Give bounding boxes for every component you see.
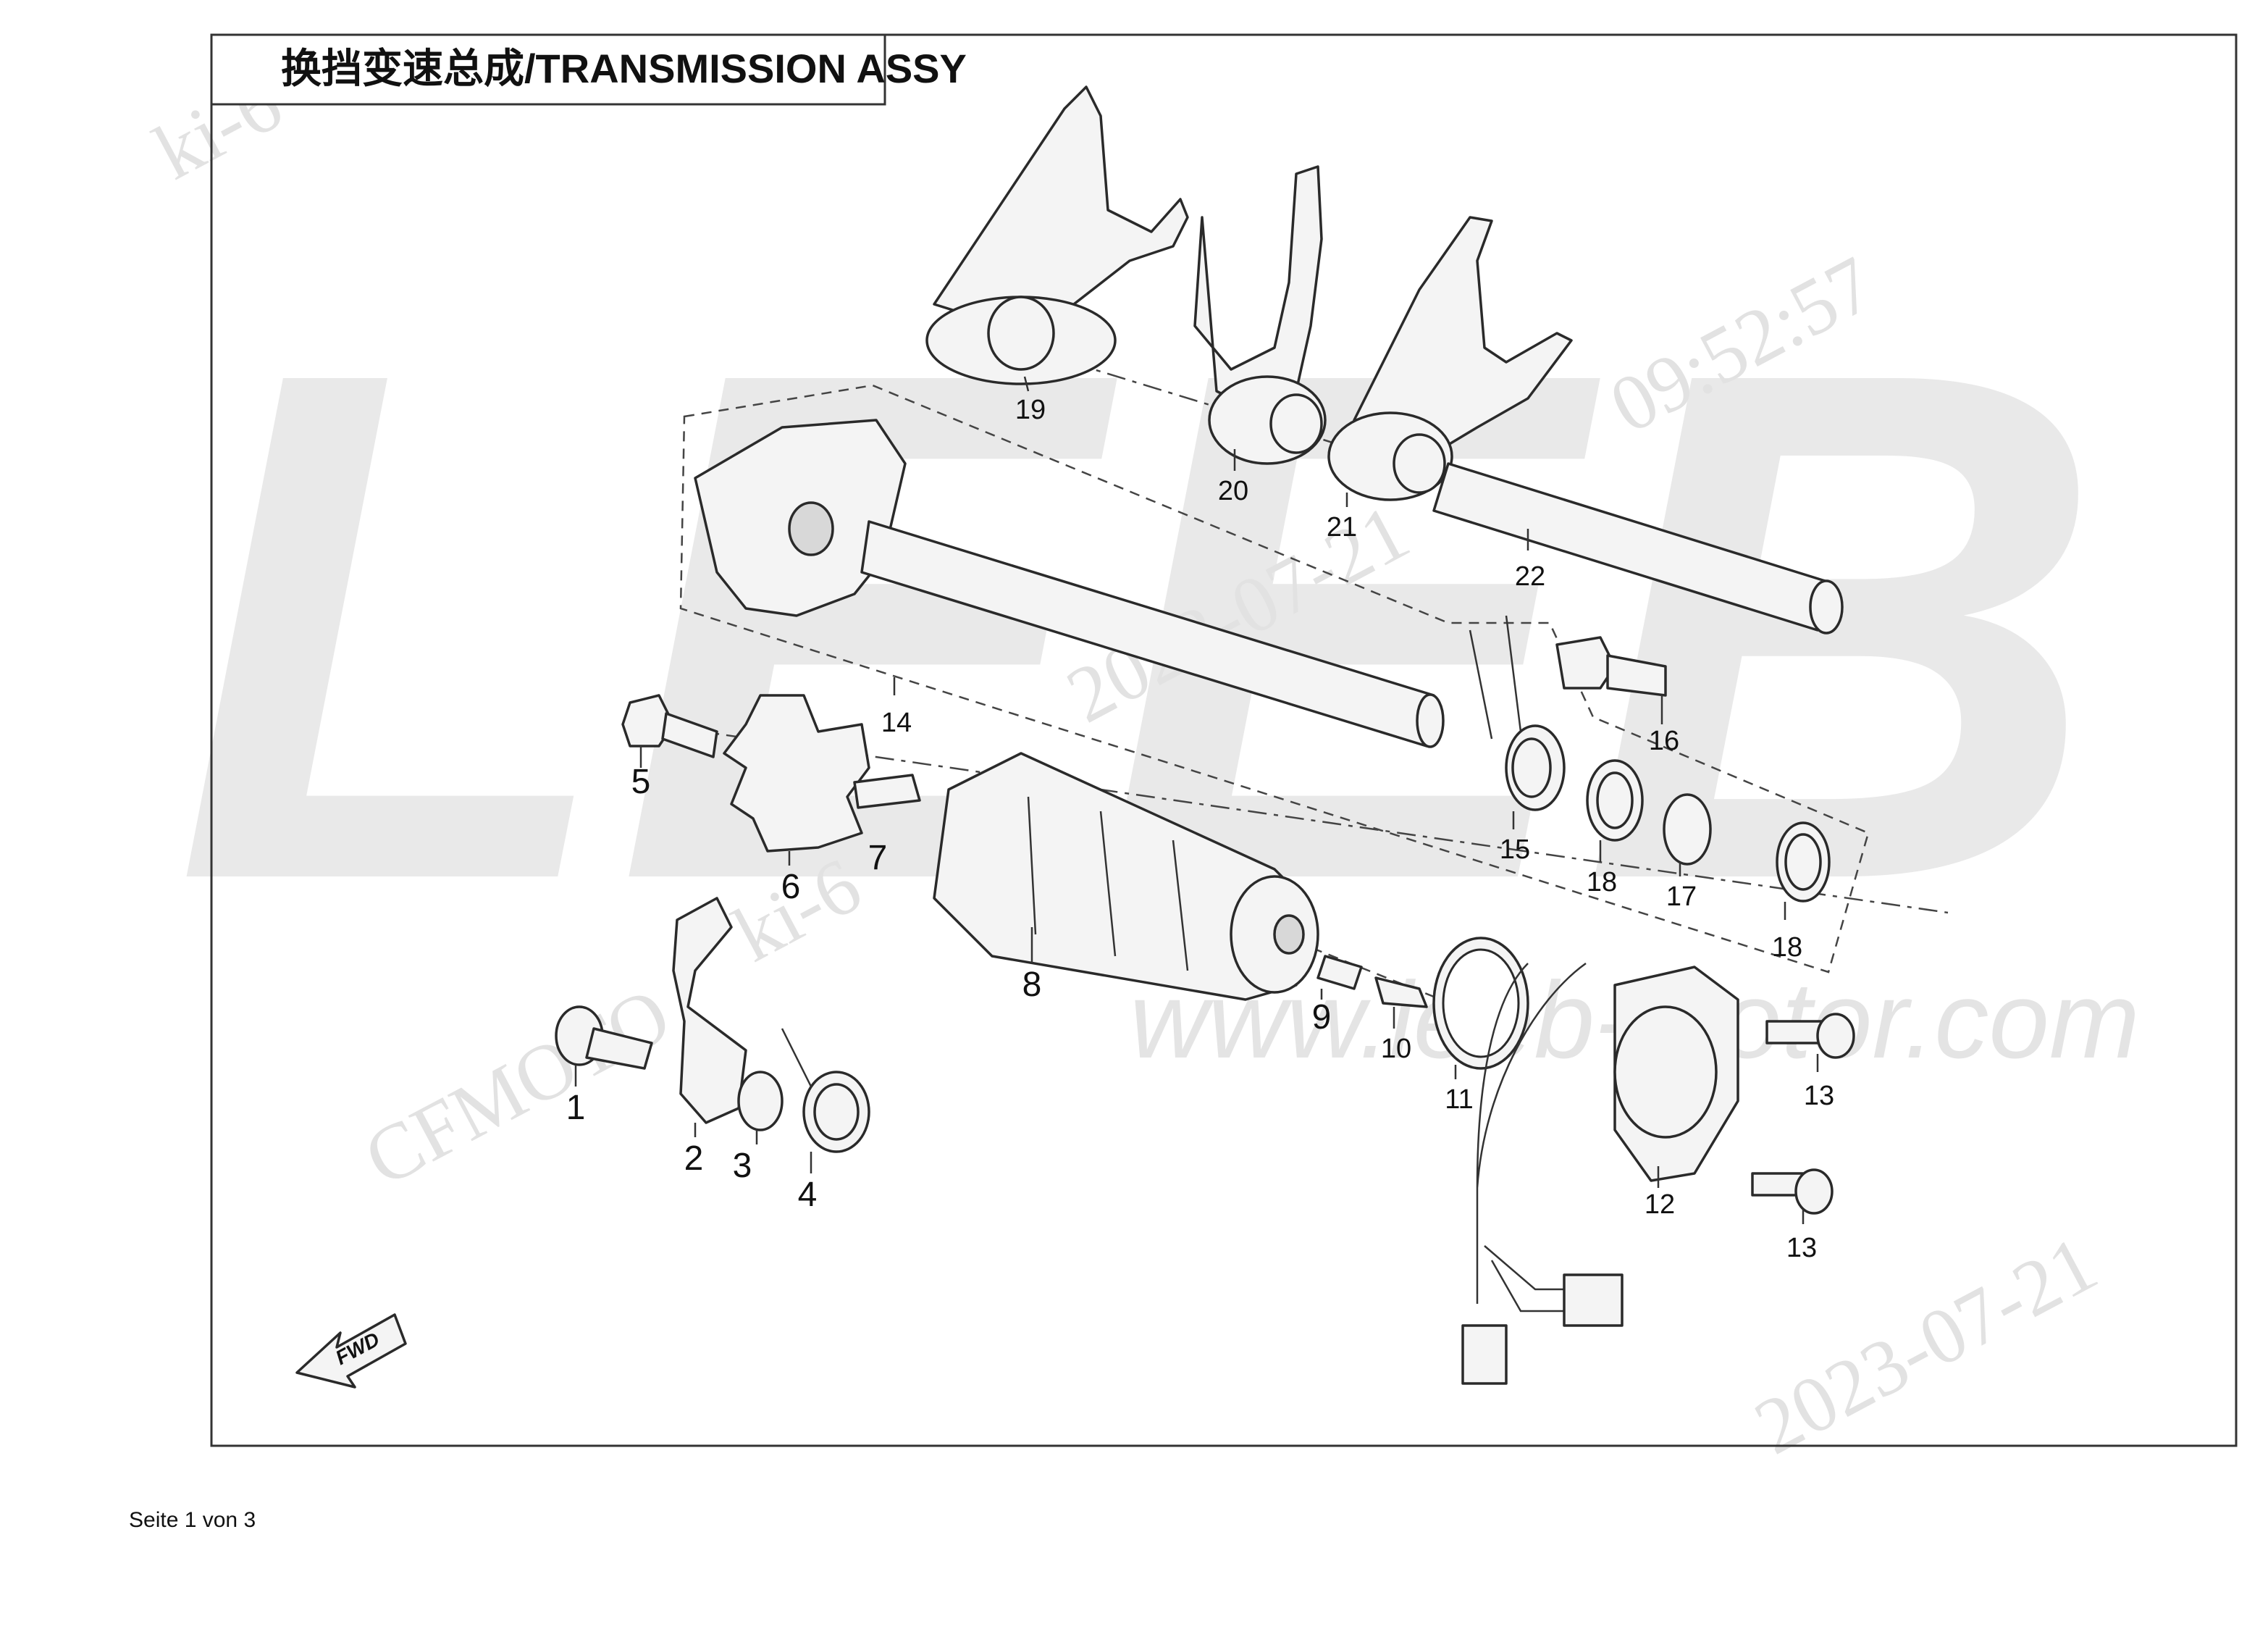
callout-12: 12 <box>1645 1189 1675 1220</box>
callout-14: 14 <box>881 708 912 738</box>
callout-5: 5 <box>631 763 651 801</box>
part-21-shift-fork <box>1327 216 1573 501</box>
part-17-circlip <box>1663 793 1712 866</box>
callout-2: 2 <box>684 1139 704 1178</box>
part-8-shift-drum <box>933 752 1319 1001</box>
callout-11: 11 <box>1445 1084 1473 1115</box>
part-20-shift-fork <box>1193 165 1327 465</box>
part-16-stopper <box>1555 636 1667 697</box>
page-footer: Seite 1 von 3 <box>129 1508 256 1532</box>
title-box <box>210 33 886 106</box>
callout-16: 16 <box>1649 726 1679 756</box>
callout-13-b: 13 <box>1786 1233 1817 1263</box>
part-10-detent-pin <box>1374 976 1428 1008</box>
part-4-spring <box>781 1028 870 1153</box>
part-12-gear-sensor <box>1461 962 1739 1385</box>
part-3-washer <box>737 1071 784 1131</box>
callout-22: 22 <box>1515 561 1545 592</box>
part-9-spring <box>1316 955 1363 990</box>
part-19-shift-fork <box>925 85 1189 385</box>
callout-4: 4 <box>798 1176 818 1214</box>
callout-20: 20 <box>1218 476 1248 506</box>
callout-19: 19 <box>1015 395 1046 425</box>
part-15-return-spring <box>1469 615 1566 811</box>
part-22-fork-shaft <box>1432 462 1844 635</box>
part-7-dowel-pin <box>853 774 921 809</box>
part-1-bolt <box>555 1005 653 1070</box>
watermark-layer: LEEB www.leeb-motor.com 09:52:57 2023-07… <box>140 58 2140 1471</box>
callout-1: 1 <box>566 1089 586 1127</box>
callout-13: 13 <box>1804 1081 1834 1111</box>
callout-15: 15 <box>1500 834 1530 865</box>
assembly-outline <box>679 384 1870 974</box>
callout-17: 17 <box>1666 882 1697 912</box>
part-6-shift-cam <box>723 694 870 853</box>
callout-18: 18 <box>1587 867 1617 897</box>
callout-10: 10 <box>1381 1034 1411 1064</box>
part-2-shift-arm <box>672 897 747 1124</box>
callout-3: 3 <box>733 1147 752 1185</box>
diagram-title: 换挡变速总成/TRANSMISSION ASSY <box>281 46 967 91</box>
part-18-washer-hole <box>1596 771 1634 829</box>
part-13-screw <box>1765 1013 1855 1059</box>
part-5-bolt <box>621 694 718 758</box>
callout-7: 7 <box>868 839 888 877</box>
callout-6: 6 <box>781 868 801 906</box>
leader-lines <box>574 376 1819 1224</box>
callout-18-b: 18 <box>1772 932 1802 963</box>
part-18-washer-2-hole <box>1784 833 1822 891</box>
callout-labels: 1 2 3 4 5 6 7 8 9 10 11 12 13 13 14 15 1… <box>566 395 1834 1263</box>
diagram-frame <box>210 33 2238 1447</box>
part-13-screw-2 <box>1751 1168 1834 1215</box>
part-14-shift-shaft <box>694 419 1445 748</box>
fwd-arrow-icon: FWD <box>295 1313 407 1389</box>
callout-21: 21 <box>1327 512 1357 543</box>
callout-8: 8 <box>1022 966 1042 1004</box>
callout-9: 9 <box>1312 998 1332 1037</box>
